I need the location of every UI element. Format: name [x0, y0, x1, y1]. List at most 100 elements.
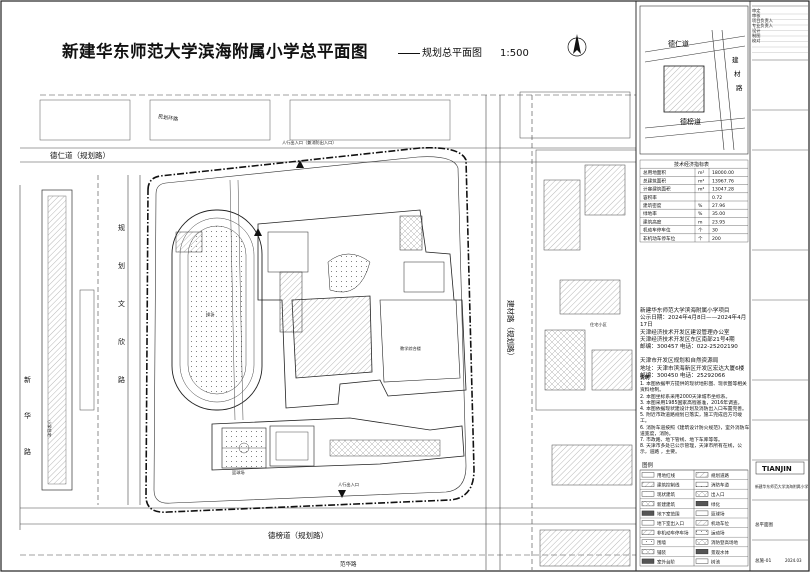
tb-drawing-name: 总平面图: [755, 521, 773, 528]
legend-label: 用地红线: [657, 472, 675, 479]
legend-label: 现状建筑: [657, 491, 675, 498]
eco-table-label: 绿地率: [643, 210, 657, 217]
legend-swatch: [641, 529, 655, 535]
eco-table-label: 计容建筑面积: [643, 186, 671, 193]
legend-swatch: [695, 549, 709, 555]
notice-line: 公示日期：2024年4月8日——2024年4月17日: [640, 315, 747, 329]
xinhua-char-3: 路: [24, 447, 31, 456]
legend-swatch: [695, 539, 709, 545]
tb-project: 新建华东师范大学滨海附属小学: [755, 484, 808, 489]
legend-swatch: [641, 539, 655, 545]
eco-table-unit: m: [698, 220, 703, 225]
eco-table-value: 13047.28: [712, 187, 734, 193]
eco-table-value: 18000.00: [712, 170, 734, 176]
eco-table-unit: m²: [698, 171, 704, 176]
notice-line: 天津市开发区规划和自然资源局: [640, 358, 719, 365]
main-building-label: 教学综合楼: [400, 345, 421, 352]
eco-table-unit: m²: [698, 179, 704, 184]
tb-company-logo: TIANJIN: [762, 465, 792, 473]
notice-block: 新建华东师范大学滨海附属小学项目公示日期：2024年4月8日——2024年4月1…: [640, 308, 750, 380]
legend-swatch: [695, 520, 709, 526]
eco-table-header: 技术经济指标表: [674, 161, 709, 168]
notes-line: 2. 本图坐标系采用2000天津城市坐标系。: [640, 394, 731, 400]
legend-label: 消防登高场地: [711, 539, 738, 546]
road-label-deren: 德仁道（规划路）: [50, 150, 110, 160]
road-label-top: 民划环路: [158, 113, 179, 123]
inset-jiancai-char-3: 路: [736, 83, 743, 92]
eco-table-label: 总建筑面积: [643, 177, 666, 184]
eco-table-unit: 个: [698, 236, 703, 242]
tb-stamp-label: 专业负责人: [752, 23, 773, 28]
notes-line: 6. 消防车道按照《建筑设计防火规范》，室外消防车道宽度，消防。: [640, 425, 750, 437]
legend-label: 室外台阶: [657, 558, 675, 565]
legend-swatch: [641, 501, 655, 507]
notice-line: 邮编：300457 电话：022-25202190: [640, 344, 738, 351]
xinhua-char-2: 华: [24, 411, 31, 420]
eco-table-value: 13967.76: [712, 178, 734, 184]
legend-swatch: [695, 472, 709, 478]
legend-swatch: [641, 491, 655, 497]
road-lines: [19, 94, 636, 570]
tb-stamp-label: 制图: [752, 33, 761, 38]
eco-table-label: 总用地面积: [643, 169, 666, 176]
tb-sheet-no: 总施-01: [755, 557, 771, 564]
notice-line: 天津经济技术开发区建设管理办公室: [640, 329, 730, 336]
top-neighbour-lots: [39, 99, 451, 141]
road-label-jiancai: 建材路（规划路）: [506, 300, 516, 360]
tb-stamp-label: 设计: [752, 28, 761, 33]
entrance-markers: [254, 160, 346, 498]
legend-label: 非机动车停车场: [657, 530, 689, 537]
legend-label: 篮球场: [711, 510, 725, 517]
road-labels: 德仁道（规划路） 德榜道（规划路） 建材路（规划路） 民划环路 范华路: [50, 113, 516, 568]
legend-swatch: [695, 501, 709, 507]
eco-table-label: 非机动车停车位: [643, 235, 676, 242]
tb-logo-box: [755, 461, 805, 475]
inset-jiancai-char-1: 建: [732, 55, 739, 64]
site-annotations: 人行出入口（兼消防出入口） 人行出入口 教学综合楼 操场 篮球场 小学住宅 住宅…: [46, 139, 607, 488]
notes-header: 说明: [640, 376, 650, 381]
tb-date: 2024.03: [785, 558, 802, 563]
vertical-road-char-4: 欣: [118, 337, 125, 346]
legend-label: 地下室出入口: [657, 520, 684, 527]
eco-table-value: 200: [712, 236, 721, 242]
subtitle-text: 规划总平面图: [422, 48, 482, 59]
tb-stamp-label: 校对: [752, 38, 761, 43]
notes-line: 8. 天津市多处已公示管理，天津市所有在线，公示，道路 ，主要。: [640, 444, 743, 456]
notes-line: 1. 本图依据甲方提供的现状地形图、现状图等相关资料绘制。: [640, 382, 747, 394]
legend-swatch: [641, 510, 655, 516]
legend-swatch: [641, 558, 655, 564]
legend-label: 地下室范围: [657, 510, 680, 517]
inset-debang-label: 德榜道: [680, 117, 701, 126]
legend-swatch: [695, 481, 709, 487]
legend-label: 消防车道: [711, 482, 729, 489]
road-label-debang: 德榜道（规划路）: [268, 530, 328, 540]
residential-label: 住宅小区: [590, 321, 607, 328]
eco-table-unit: m²: [698, 188, 704, 193]
legend-label: 围墙: [657, 539, 666, 546]
drawing-scale: 1:500: [500, 48, 529, 59]
eco-table-value: 30: [712, 228, 718, 234]
eco-table-value: 35.00: [712, 211, 725, 217]
south-building-and-courts: [211, 417, 465, 471]
eco-table-label: 建筑高度: [643, 218, 662, 225]
xinhua-char-1: 新: [24, 375, 31, 384]
right-residential-blocks: [519, 91, 637, 567]
eco-table-unit: %: [698, 203, 703, 209]
main-building-complex: [257, 209, 467, 409]
tb-stamp-label: 审核: [752, 13, 761, 18]
legend-label: 规划道路: [711, 472, 729, 479]
legend-label: 铺装: [657, 549, 666, 556]
north-arrow-icon: [567, 34, 587, 57]
legend-label: 新建建筑: [657, 501, 675, 508]
entrance-top-label: 人行出入口（兼消防出入口）: [282, 139, 336, 146]
notice-line: 新建华东师范大学滨海附属小学项目: [640, 308, 730, 314]
eco-table-value: 27.96: [712, 203, 725, 209]
notes-line: 4. 本图依据现状建设计划及消防出入口布置完善。: [640, 407, 747, 413]
inset-deren-label: 德仁道: [668, 39, 689, 48]
legend-label: 景观水体: [711, 549, 729, 556]
vertical-road-char-1: 规: [118, 223, 125, 232]
